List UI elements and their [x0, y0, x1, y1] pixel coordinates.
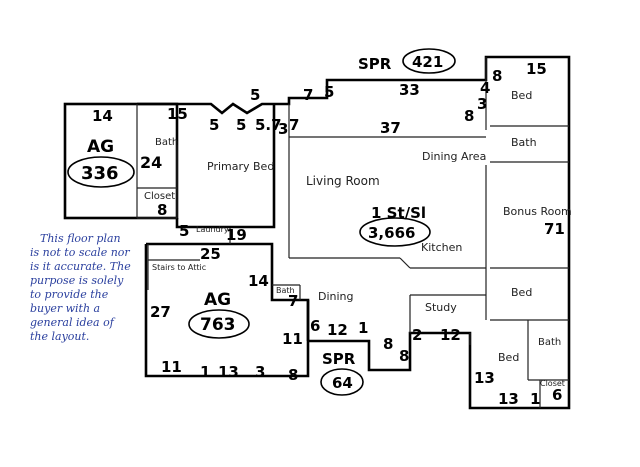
area-tag-ag-south: AG	[204, 290, 231, 310]
oval-main	[359, 217, 431, 247]
dimension-label: 4	[480, 79, 490, 97]
area-value-ag-south: 763	[200, 315, 236, 335]
disclaimer-note: This floor plan is not to scale nor is i…	[30, 232, 131, 343]
room-bath-se: Bath	[538, 337, 561, 348]
exterior-walls	[63, 55, 571, 410]
area-labels: AG 336 1 St/Sl 3,666 AG 763 SPR 421 SPR …	[81, 53, 443, 392]
dimension-label: 5	[324, 83, 334, 101]
dimension-label: 1	[530, 390, 540, 408]
area-tag-ag-west: AG	[87, 137, 114, 157]
note-line: general idea of	[30, 316, 116, 329]
dimension-label: 25	[200, 245, 221, 263]
dimension-label: 11	[282, 330, 303, 348]
area-tag-spr-south: SPR	[322, 350, 356, 368]
dimension-label: 5	[250, 86, 260, 104]
dimension-label: 1	[358, 319, 368, 337]
room-bath-mid: Bath	[276, 286, 295, 295]
area-tag-spr-north: SPR	[358, 55, 392, 73]
room-bath-west: Bath	[155, 137, 178, 148]
area-value-spr-north: 421	[412, 53, 443, 71]
note-line: This floor plan	[40, 232, 121, 245]
dimension-label: 33	[399, 81, 420, 99]
dimension-label: 8	[157, 201, 167, 219]
dimension-label: 24	[140, 153, 162, 172]
note-line: to provide the	[30, 288, 109, 301]
oval-ag-south	[188, 309, 250, 339]
note-line: the layout.	[30, 330, 89, 343]
dimension-label: 7	[288, 292, 298, 310]
dimension-label: 14	[248, 272, 269, 290]
dimension-label: 13	[498, 390, 519, 408]
dimension-label: 7	[303, 86, 313, 104]
room-living: Living Room	[306, 174, 380, 188]
dimension-label: 11	[161, 358, 182, 376]
area-tag-main: 1 St/Sl	[371, 204, 426, 222]
dimension-label: 2	[412, 326, 422, 344]
note-line: is it accurate. The	[30, 260, 131, 273]
dimension-label: 8	[288, 366, 298, 384]
note-line: buyer with a	[30, 302, 100, 315]
room-study: Study	[425, 301, 457, 314]
dimension-label: 5	[236, 116, 246, 134]
oval-spr-north	[402, 48, 456, 74]
note-line: is not to scale nor	[30, 246, 130, 259]
dimension-label: 8	[492, 67, 502, 85]
dimension-label: 13	[218, 363, 239, 381]
room-labels: Bath Closet Primary Bed Laundry Stairs t…	[144, 89, 572, 388]
dimension-label: 14	[92, 107, 113, 125]
room-dining-area: Dining Area	[422, 150, 486, 163]
dimension-label: 5	[179, 222, 189, 240]
dimension-label: 37	[380, 119, 401, 137]
oval-ag-west	[67, 156, 135, 188]
dimension-labels: 14 15 24 8 5 5 5 5.7 3 7 7 5 33 4 8 15 3…	[92, 60, 565, 408]
dimension-label: 5	[209, 116, 219, 134]
room-stairs: Stairs to Attic	[152, 263, 206, 272]
room-closet-se: Closet	[540, 379, 565, 388]
dimension-label: 27	[150, 303, 171, 321]
area-value-spr-south: 64	[332, 374, 353, 392]
room-closet-west: Closet	[144, 191, 175, 202]
dimension-label: 5.7	[255, 116, 282, 134]
dimension-label: 1	[200, 363, 210, 381]
dimension-label: 15	[526, 60, 547, 78]
room-bed-e: Bed	[511, 286, 532, 299]
room-kitchen: Kitchen	[421, 241, 462, 254]
room-bed-ne: Bed	[511, 89, 532, 102]
dimension-label: 13	[474, 369, 495, 387]
dimension-label: 15	[167, 105, 188, 123]
dimension-label: 19	[226, 226, 247, 244]
dimension-label: 6	[552, 386, 562, 404]
oval-spr-south	[320, 368, 364, 396]
dimension-label: 3	[255, 363, 265, 381]
dimension-label: 6	[310, 317, 320, 335]
room-bonus: Bonus Room	[503, 205, 572, 218]
dimension-label: 12	[440, 326, 461, 344]
room-bed-se: Bed	[498, 351, 519, 364]
note-line: purpose is solely	[30, 274, 124, 287]
area-value-main: 3,666	[368, 224, 415, 242]
dimension-label: 8	[464, 107, 474, 125]
dimension-label: 8	[399, 347, 409, 365]
dimension-label: 3	[477, 95, 487, 113]
dimension-label: 71	[544, 220, 565, 238]
interior-walls	[136, 57, 569, 408]
dimension-label: 12	[327, 321, 348, 339]
dimension-label: 8	[383, 335, 393, 353]
dimension-label: 3	[278, 120, 288, 138]
room-dining: Dining	[318, 290, 354, 303]
dimension-label: 7	[289, 116, 299, 134]
room-bath-ne: Bath	[511, 136, 537, 149]
room-laundry: Laundry	[196, 225, 229, 234]
area-ovals	[67, 48, 456, 396]
area-value-ag-west: 336	[81, 163, 119, 184]
room-primary-bed: Primary Bed	[207, 160, 274, 173]
